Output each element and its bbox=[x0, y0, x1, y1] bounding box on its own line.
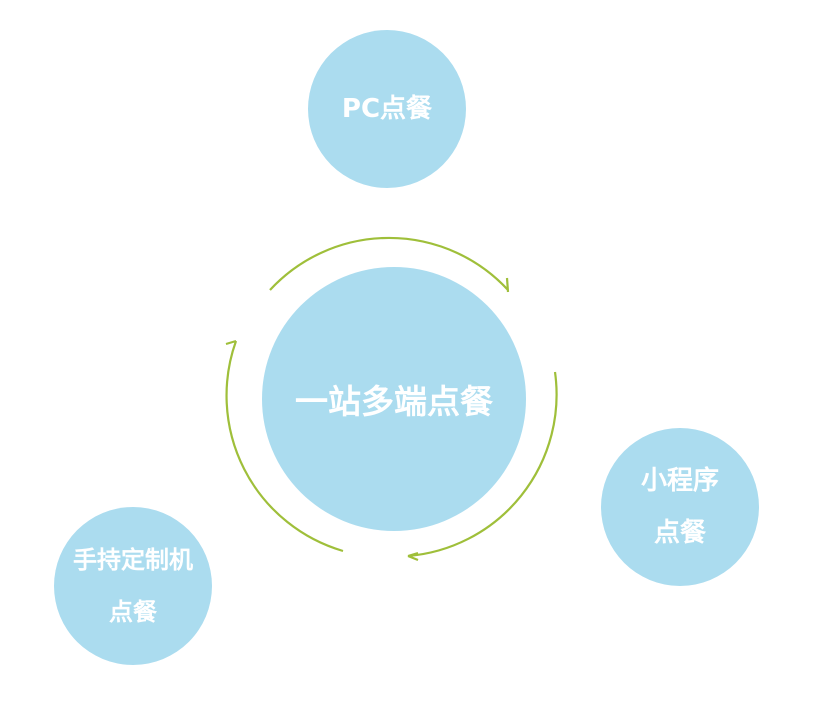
node-label: 点餐 bbox=[653, 518, 706, 548]
node-handheld-ordering: 手持定制机 点餐 bbox=[54, 507, 212, 665]
cycle-arrow-right bbox=[407, 371, 558, 562]
cycle-arrow-left bbox=[225, 339, 344, 553]
node-label: 点餐 bbox=[109, 598, 157, 626]
cycle-arrow-top bbox=[269, 236, 510, 293]
center-label: 一站多端点餐 bbox=[295, 382, 493, 421]
center-node: 一站多端点餐 bbox=[262, 267, 526, 531]
node-label: 小程序 bbox=[640, 466, 719, 496]
node-label: 手持定制机 bbox=[73, 546, 193, 574]
node-label: PC点餐 bbox=[341, 94, 433, 124]
node-pc-ordering: PC点餐 bbox=[308, 30, 466, 188]
node-mini-program-ordering: 小程序 点餐 bbox=[601, 428, 759, 586]
